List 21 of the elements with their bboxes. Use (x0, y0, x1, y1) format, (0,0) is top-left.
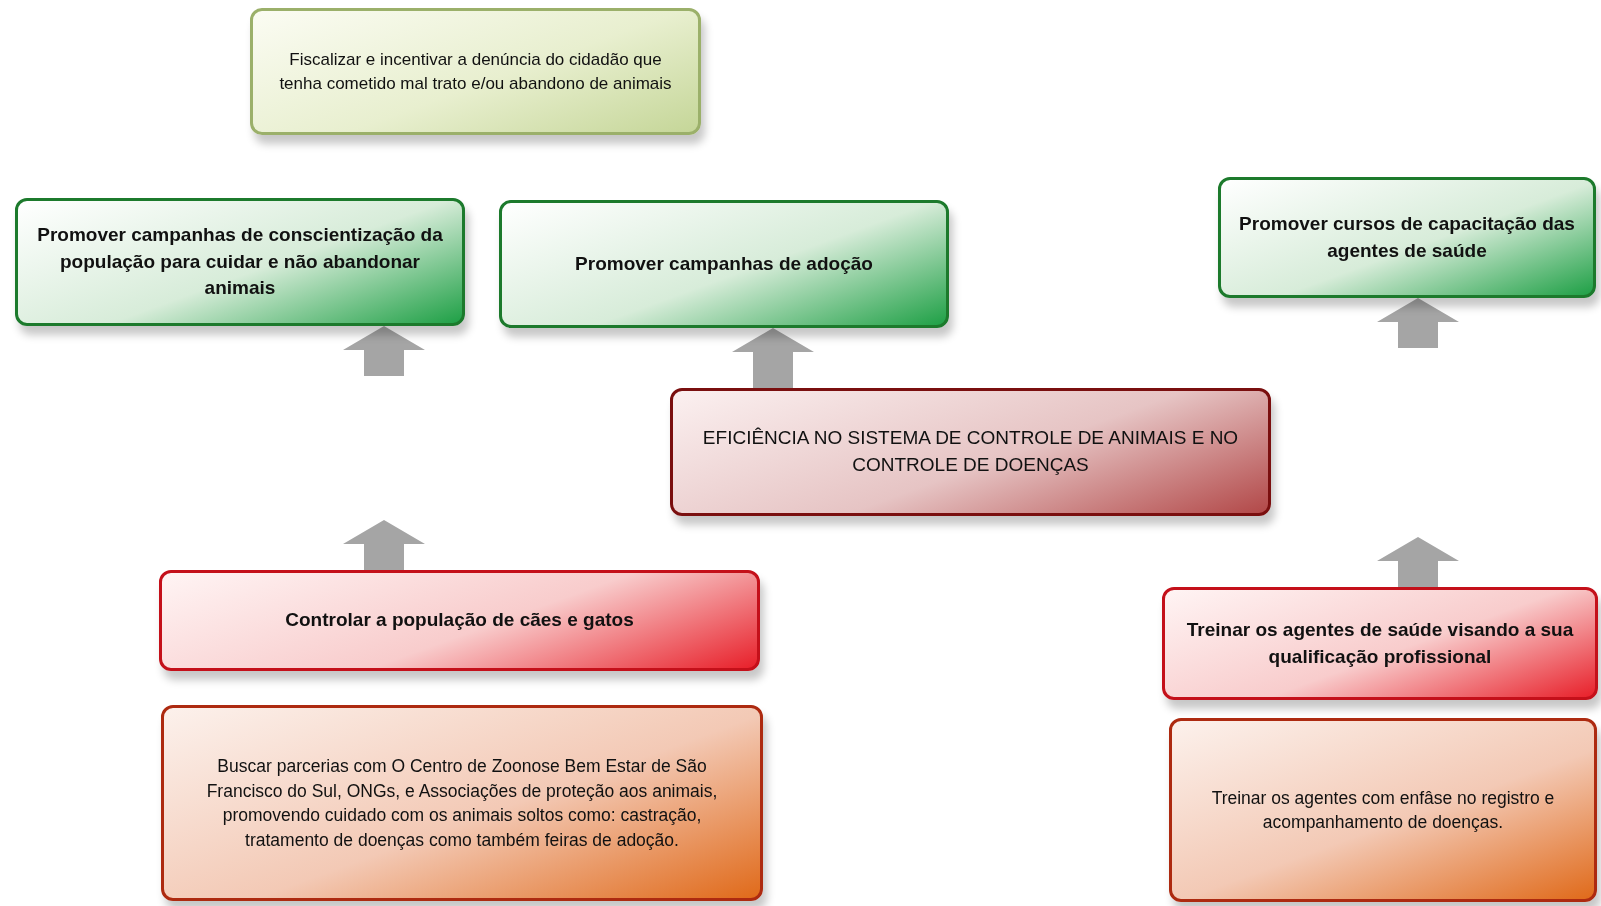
box-text: Promover campanhas de conscientização da população para cuidar e não abandonar animais (36, 223, 444, 301)
box-text: EFICIÊNCIA NO SISTEMA DE CONTROLE DE ANIMAIS E NO CONTROLE DE DOENÇAS (701, 426, 1240, 477)
block-arrow (732, 328, 814, 388)
box-text: Controlar a população de cães e gatos (285, 608, 634, 633)
problem-box (159, 570, 760, 671)
problem-box (1162, 587, 1598, 700)
central-goal-box (670, 388, 1271, 516)
action-box (250, 8, 701, 135)
box-text: Treinar os agentes com enfâse no registro e acompanhamento de doenças. (1210, 786, 1556, 834)
box-text: Fiscalizar e incentivar a denúncia do cidadão que tenha cometido mal trato e/ou abandono de animais (278, 48, 673, 95)
box-text: Buscar parcerias com O Centro de Zoonose Bem Estar de São Francisco do Sul, ONGs, e Associações de proteção aos animais, promovendo cuidado com os animais soltos como: castração, tratamento de doenças como também feiras de adoção. (205, 755, 719, 852)
goal-box (15, 198, 465, 326)
goal-box (499, 200, 949, 328)
action-box (1169, 718, 1597, 902)
box-text: Promover cursos de capacitação das agentes de saúde (1238, 211, 1576, 263)
goal-box (1218, 177, 1596, 298)
action-box (161, 705, 763, 901)
block-arrow (1377, 298, 1459, 587)
box-text: Treinar os agentes de saúde visando a sua qualificação profissional (1185, 617, 1575, 669)
box-text: Promover campanhas de adoção (575, 251, 873, 276)
block-arrow (343, 326, 425, 570)
